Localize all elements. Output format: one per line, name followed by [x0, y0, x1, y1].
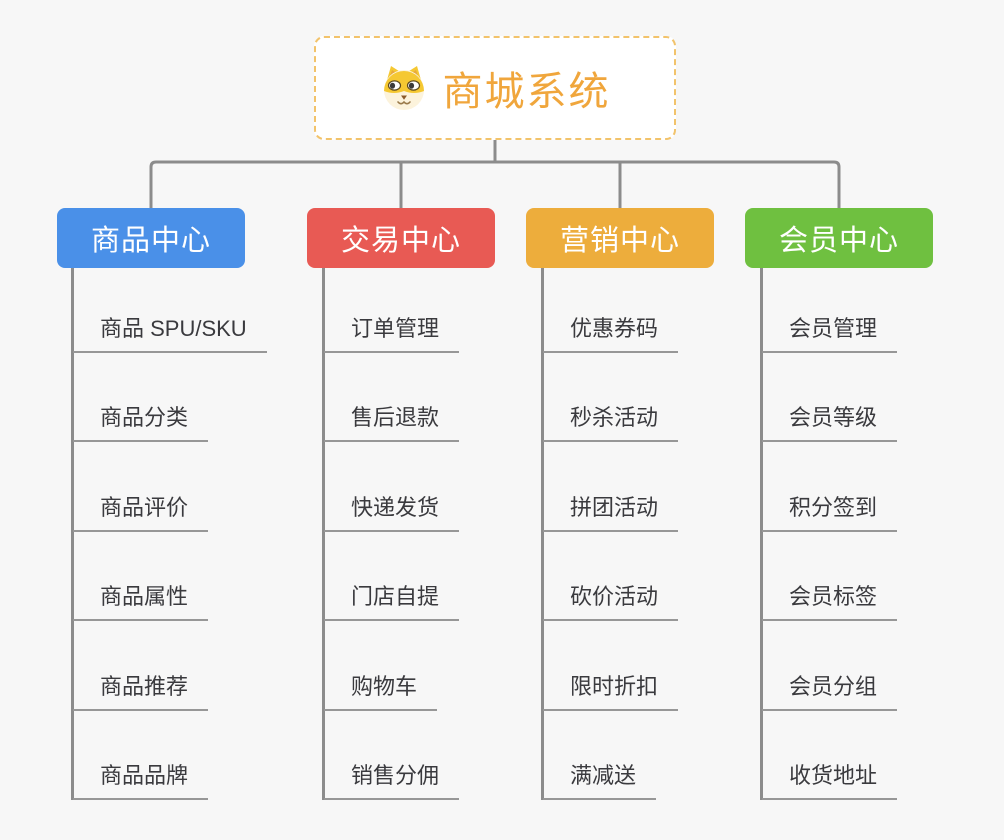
- leaf-node[interactable]: 会员等级: [762, 404, 898, 442]
- leaf-node[interactable]: 商品分类: [73, 404, 209, 442]
- leaf-node[interactable]: 门店自提: [324, 583, 460, 621]
- branch-spine-line: [322, 268, 325, 800]
- leaf-node[interactable]: 订单管理: [324, 315, 460, 353]
- branch-label: 交易中心: [340, 225, 461, 257]
- leaf-node[interactable]: 砍价活动: [543, 583, 679, 621]
- branch-label: 营销中心: [559, 225, 680, 257]
- leaf-node[interactable]: 优惠券码: [543, 315, 679, 353]
- branch-spine-line: [541, 268, 544, 800]
- branch-node-member-center[interactable]: 会员中心: [745, 208, 933, 268]
- branch-spine-line: [760, 268, 763, 800]
- leaf-node[interactable]: 商品属性: [73, 583, 209, 621]
- branch-label: 会员中心: [778, 225, 899, 257]
- leaf-node[interactable]: 销售分佣: [324, 762, 460, 800]
- root-title: 商城系统: [442, 70, 611, 114]
- root-node[interactable]: 商城系统: [314, 36, 676, 140]
- leaf-node[interactable]: 商品评价: [73, 494, 209, 532]
- leaf-node[interactable]: 会员管理: [762, 315, 898, 353]
- leaf-node[interactable]: 满减送: [543, 762, 657, 800]
- leaf-node[interactable]: 购物车: [324, 673, 438, 711]
- branch-node-product-center[interactable]: 商品中心: [57, 208, 245, 268]
- leaf-node[interactable]: 商品品牌: [73, 762, 209, 800]
- leaf-node[interactable]: 快递发货: [324, 494, 460, 532]
- branch-label: 商品中心: [90, 225, 211, 257]
- leaf-node[interactable]: 商品 SPU/SKU: [73, 315, 267, 353]
- branch-node-marketing-center[interactable]: 营销中心: [526, 208, 714, 268]
- leaf-node[interactable]: 限时折扣: [543, 673, 679, 711]
- leaf-node[interactable]: 拼团活动: [543, 494, 679, 532]
- shiba-dog-icon: [380, 64, 428, 112]
- leaf-node[interactable]: 秒杀活动: [543, 404, 679, 442]
- branch-node-trade-center[interactable]: 交易中心: [307, 208, 495, 268]
- leaf-node[interactable]: 积分签到: [762, 494, 898, 532]
- leaf-node[interactable]: 售后退款: [324, 404, 460, 442]
- leaf-node[interactable]: 会员分组: [762, 673, 898, 711]
- leaf-node[interactable]: 会员标签: [762, 583, 898, 621]
- leaf-node[interactable]: 收货地址: [762, 762, 898, 800]
- leaf-node[interactable]: 商品推荐: [73, 673, 209, 711]
- branch-spine-line: [71, 268, 74, 800]
